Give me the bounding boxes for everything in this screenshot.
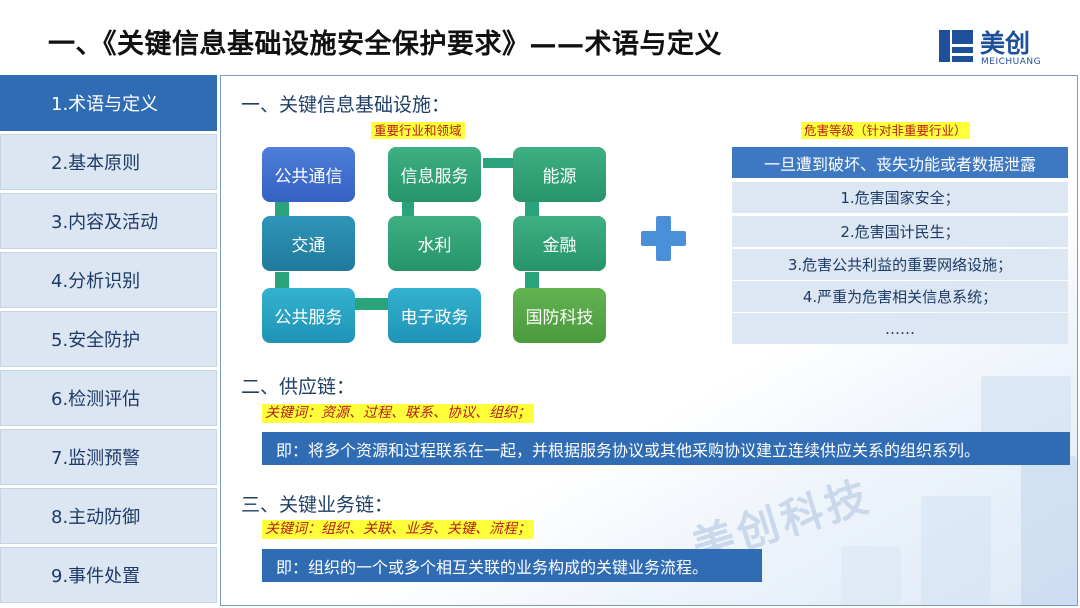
sidebar-item-label: 6.检测评估: [51, 389, 141, 410]
risk-label: 危害等级（针对非重要行业）: [801, 122, 970, 139]
sidebar-item-label: 3.内容及活动: [51, 212, 159, 233]
sidebar-item-label: 2.基本原则: [51, 153, 141, 174]
background-decoration: [921, 496, 991, 605]
brand-logo: 美创 MEICHUANG: [938, 22, 1063, 68]
risk-header: 一旦遭到破坏、丧失功能或者数据泄露: [732, 147, 1068, 178]
sidebar-item-principles[interactable]: 2.基本原则: [0, 134, 217, 190]
risk-item: 3.危害公共利益的重要网络设施；: [732, 249, 1068, 280]
connector: [525, 272, 539, 288]
risk-item: 4.严重为危害相关信息系统；: [732, 281, 1068, 312]
section3-definition: 即：组织的一个或多个相互关联的业务构成的关键业务流程。: [262, 549, 762, 582]
industry-box-defense-tech: 国防科技: [513, 288, 606, 343]
plus-icon: [641, 216, 686, 261]
connector: [275, 202, 289, 216]
industry-box-telecom: 公共通信: [262, 147, 355, 202]
industry-box-e-government: 电子政务: [388, 288, 481, 343]
connector: [355, 298, 389, 310]
sidebar-item-content-activities[interactable]: 3.内容及活动: [0, 193, 217, 249]
sidebar-item-label: 1.术语与定义: [51, 94, 159, 115]
section2-keywords: 关键词：资源、过程、联系、协议、组织；: [262, 404, 534, 423]
logo-text: 美创: [980, 29, 1031, 58]
sidebar-item-label: 8.主动防御: [51, 507, 141, 528]
section2-heading: 二、供应链：: [241, 376, 356, 398]
section3-heading: 三、关键业务链：: [241, 494, 394, 516]
section3-keywords: 关键词：组织、关联、业务、关键、流程；: [262, 520, 534, 539]
background-decoration: [841, 546, 901, 605]
logo-mark-icon: [939, 30, 973, 62]
industry-box-info-service: 信息服务: [388, 147, 481, 202]
section2-definition: 即：将多个资源和过程联系在一起，并根据服务协议或其他采购协议建立连续供应关系的组…: [262, 432, 1070, 465]
sidebar-nav: 1.术语与定义 2.基本原则 3.内容及活动 4.分析识别 5.安全防护 6.检…: [0, 75, 217, 606]
connector: [402, 202, 414, 216]
risk-item: 2.危害国计民生；: [732, 216, 1068, 247]
sidebar-item-active-defense[interactable]: 8.主动防御: [0, 488, 217, 544]
sidebar-item-evaluation[interactable]: 6.检测评估: [0, 370, 217, 426]
sidebar-item-protection[interactable]: 5.安全防护: [0, 311, 217, 367]
sidebar-item-label: 5.安全防护: [51, 330, 141, 351]
sidebar-item-label: 9.事件处置: [51, 566, 141, 587]
industry-box-transport: 交通: [262, 216, 355, 271]
connector: [275, 272, 289, 288]
background-decoration: [1021, 456, 1077, 605]
sidebar-item-incident-response[interactable]: 9.事件处置: [0, 547, 217, 603]
industry-box-public-service: 公共服务: [262, 288, 355, 343]
connector: [525, 202, 539, 216]
industry-box-water: 水利: [388, 216, 481, 271]
logo-subtext: MEICHUANG: [981, 57, 1042, 67]
connector: [483, 158, 513, 168]
industry-box-energy: 能源: [513, 147, 606, 202]
risk-item: 1.危害国家安全；: [732, 182, 1068, 213]
page-title: 一、《关键信息基础设施安全保护要求》——术语与定义: [48, 29, 722, 60]
sidebar-item-label: 7.监测预警: [51, 448, 141, 469]
sidebar-item-terms[interactable]: 1.术语与定义: [0, 75, 217, 131]
background-decoration: [981, 376, 1071, 436]
sidebar-item-monitoring[interactable]: 7.监测预警: [0, 429, 217, 485]
section1-heading: 一、关键信息基础设施：: [241, 94, 451, 116]
sidebar-item-label: 4.分析识别: [51, 271, 141, 292]
risk-item: ……: [732, 313, 1068, 344]
content-panel: 美创科技 一、关键信息基础设施： 重要行业和领域 公共通信 信息服务 能源 交通…: [220, 75, 1078, 606]
industry-box-finance: 金融: [513, 216, 606, 271]
sidebar-item-analysis[interactable]: 4.分析识别: [0, 252, 217, 308]
industries-label: 重要行业和领域: [371, 122, 465, 139]
